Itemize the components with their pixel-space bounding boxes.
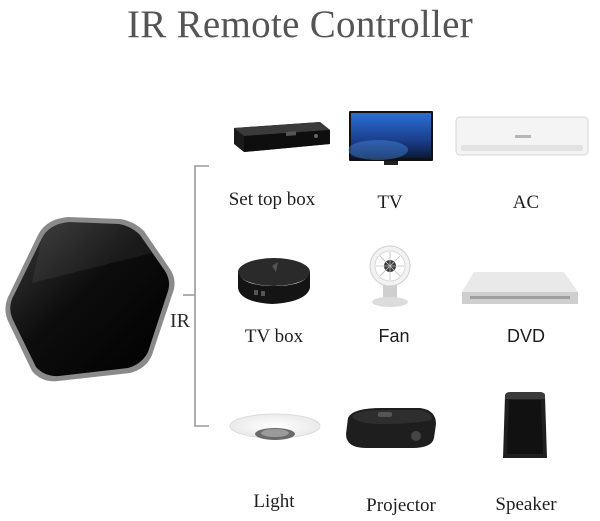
device-label-ac: AC — [512, 192, 540, 213]
projector-icon — [342, 404, 440, 452]
dvd-player-icon — [460, 270, 580, 308]
device-label-tv: TV — [377, 192, 403, 213]
fan-icon — [365, 244, 415, 308]
device-label-dvd: DVD — [506, 326, 545, 346]
speaker-icon — [501, 390, 549, 462]
tv-icon — [348, 110, 434, 166]
device-label-fan: Fan — [378, 326, 410, 346]
device-label-tv-box: TV box — [244, 326, 304, 347]
air-conditioner-icon — [455, 115, 589, 157]
ir-label: IR — [170, 310, 190, 332]
device-label-light: Light — [253, 491, 295, 512]
device-label-set-top-box: Set top box — [228, 189, 316, 210]
ceiling-light-icon — [228, 412, 322, 446]
device-label-projector: Projector — [366, 495, 436, 516]
connection-bracket — [183, 165, 213, 427]
tv-box-icon — [232, 252, 314, 308]
ir-hub-icon — [2, 213, 178, 385]
set-top-box-icon — [228, 118, 332, 156]
device-label-speaker: Speaker — [495, 494, 557, 515]
page-title: IR Remote Controller — [126, 3, 474, 46]
